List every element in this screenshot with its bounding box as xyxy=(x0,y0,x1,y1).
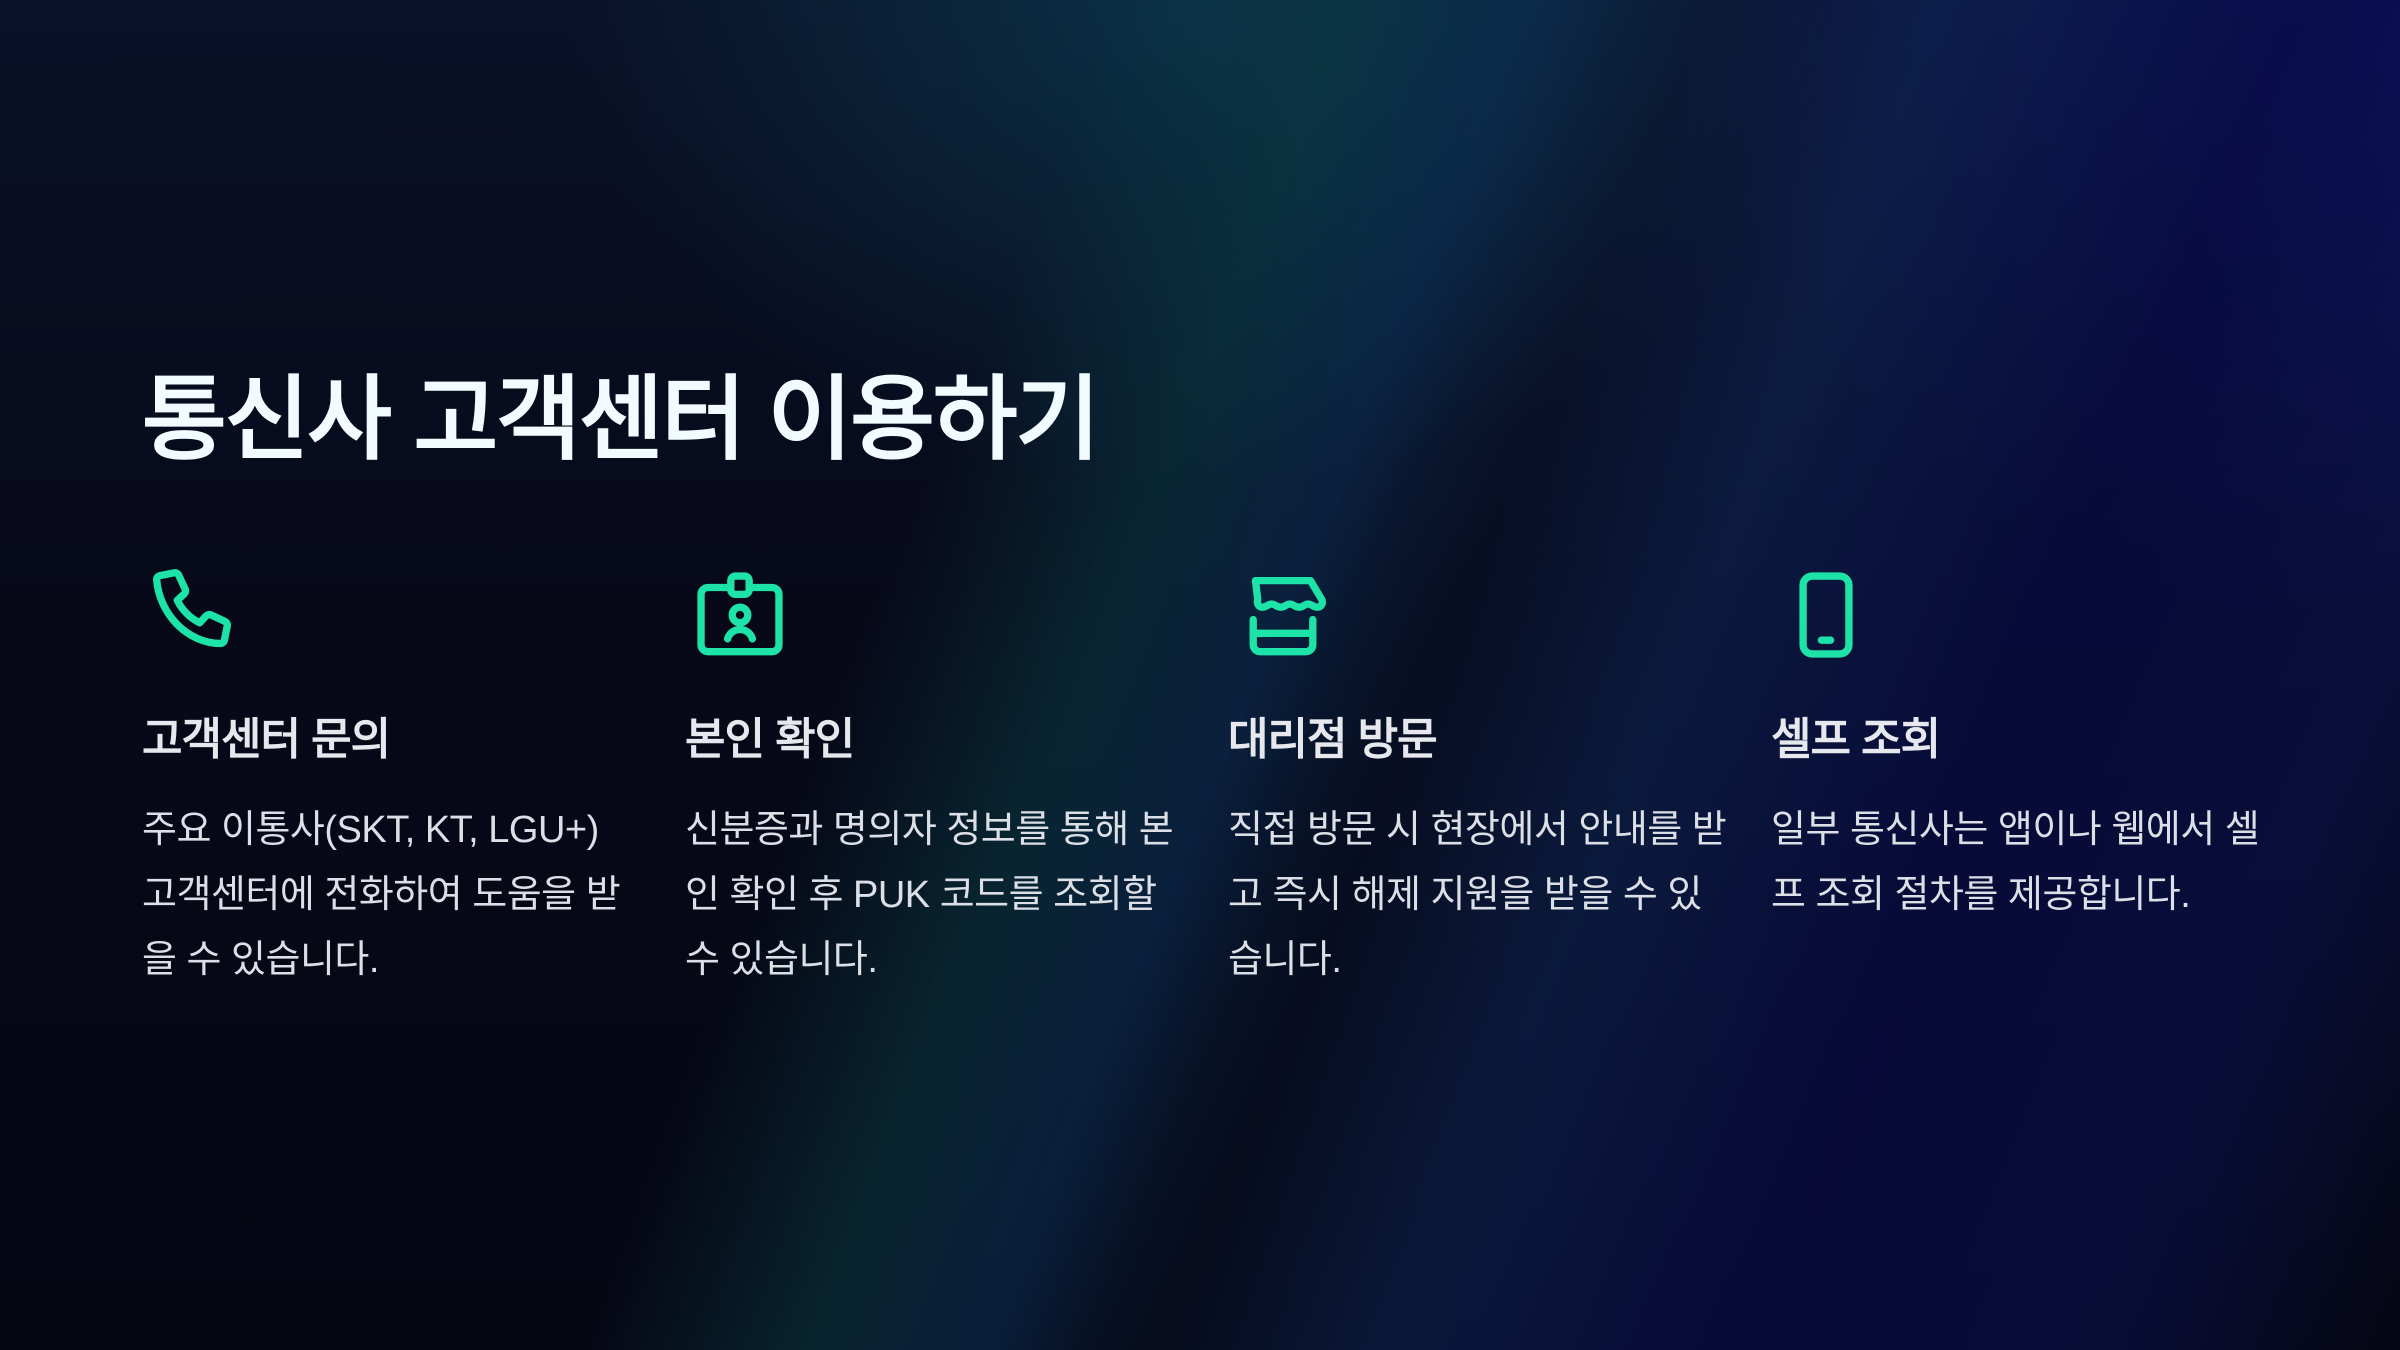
phone-icon xyxy=(142,560,252,670)
store-icon xyxy=(1228,560,1338,670)
card-store-visit: 대리점 방문 직접 방문 시 현장에서 안내를 받고 즉시 해제 지원을 받을 … xyxy=(1228,560,1771,993)
page-title: 통신사 고객센터 이용하기 xyxy=(142,369,1100,471)
card-customer-center: 고객센터 문의 주요 이통사(SKT, KT, LGU+) 고객센터에 전화하여… xyxy=(142,560,685,993)
card-body: 직접 방문 시 현장에서 안내를 받고 즉시 해제 지원을 받을 수 있습니다. xyxy=(1228,809,1727,981)
card-body: 일부 통신사는 앱이나 웹에서 셀프 조회 절차를 제공합니다. xyxy=(1771,809,2260,916)
id-badge-icon xyxy=(685,560,795,670)
card-self-lookup: 셀프 조회 일부 통신사는 앱이나 웹에서 셀프 조회 절차를 제공합니다. xyxy=(1771,560,2314,993)
slide: 통신사 고객센터 이용하기 고객센터 문의 주요 이통사(SKT, KT, LG… xyxy=(142,360,2292,981)
card-title: 본인 확인 xyxy=(685,715,855,764)
card-identity-check: 본인 확인 신분증과 명의자 정보를 통해 본인 확인 후 PUK 코드를 조회… xyxy=(685,560,1228,993)
card-list: 고객센터 문의 주요 이통사(SKT, KT, LGU+) 고객센터에 전화하여… xyxy=(142,560,2314,993)
card-title: 고객센터 문의 xyxy=(142,715,391,764)
smartphone-icon xyxy=(1771,560,1881,670)
card-title: 셀프 조회 xyxy=(1771,715,1941,764)
card-title: 대리점 방문 xyxy=(1228,715,1438,764)
card-body: 주요 이통사(SKT, KT, LGU+) 고객센터에 전화하여 도움을 받을 … xyxy=(142,809,621,981)
card-body: 신분증과 명의자 정보를 통해 본인 확인 후 PUK 코드를 조회할 수 있습… xyxy=(685,809,1174,981)
